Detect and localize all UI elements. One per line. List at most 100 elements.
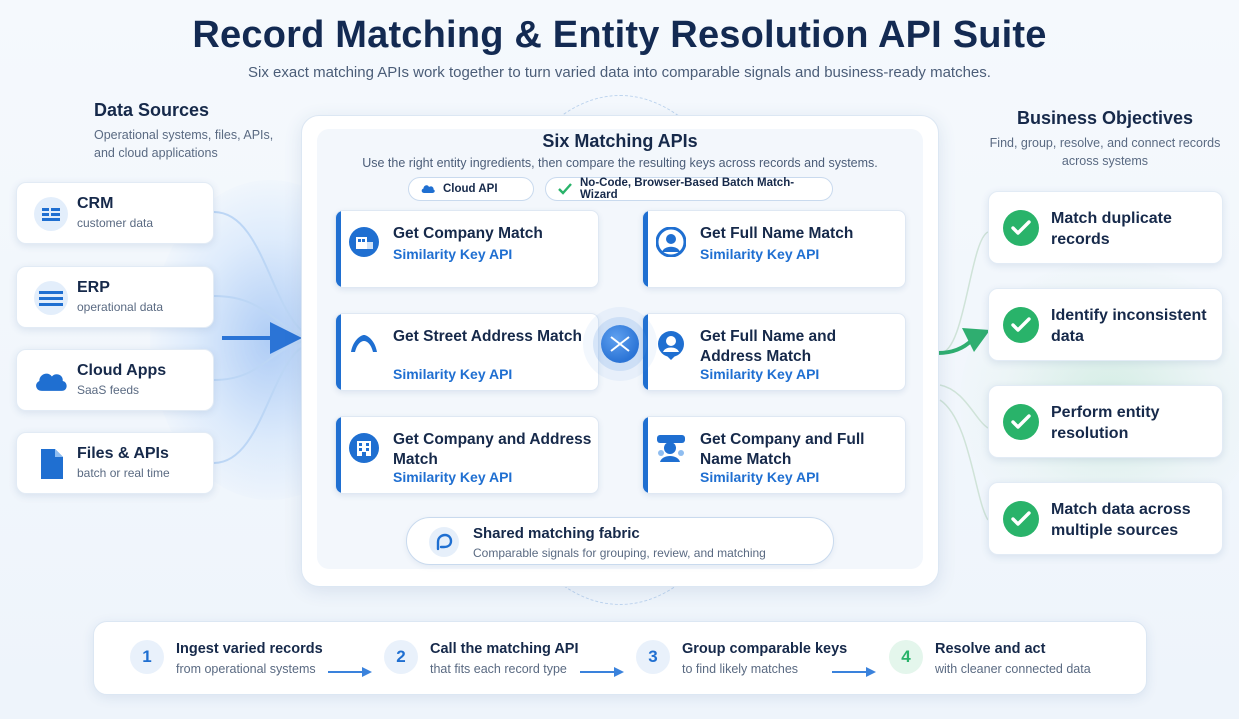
output-flow-line [939,231,989,354]
person-pin-icon [656,330,686,360]
house-icon [349,330,379,360]
step-title: Ingest varied records [176,641,323,657]
step-subtitle: with cleaner connected data [935,662,1091,676]
check-icon [1003,210,1039,246]
card-accent-bar [643,211,648,287]
objective-card-entity-resolution: Perform entity resolution [988,385,1223,458]
source-description: batch or real time [77,466,170,480]
source-card-cloud-apps: Cloud Apps SaaS feeds [16,349,214,411]
objective-card-duplicates: Match duplicate records [988,191,1223,264]
person-company-icon [656,433,686,463]
step-subtitle: from operational systems [176,662,316,676]
process-steps [93,621,1147,695]
step-arrow [832,667,876,677]
card-accent-bar [643,314,648,390]
api-key-label: Similarity Key API [700,246,820,262]
output-flow-line [939,399,989,521]
objective-label: Perform entity resolution [1051,404,1160,442]
source-card-files-apis: Files & APIs batch or real time [16,432,214,494]
api-key-label: Similarity Key API [700,366,820,382]
source-name: ERP [77,279,110,296]
fabric-subtitle: Comparable signals for grouping, review,… [473,546,766,560]
input-arrow-head [270,322,302,354]
api-key-label: Similarity Key API [393,246,513,262]
objective-label: Match duplicate records [1051,210,1172,248]
api-card-full-name-address-match[interactable]: Get Full Name and Address Match Similari… [642,313,906,391]
output-flow-line [939,384,989,429]
step-subtitle: that fits each record type [430,662,567,676]
file-icon [33,446,69,482]
source-flow-line [213,347,302,464]
card-accent-bar [643,417,648,493]
api-name: Get Full Name and Address Match [700,328,837,365]
objectives-heading: Business Objectives [1016,108,1194,128]
output-arrow-head [962,328,990,352]
step-arrows [328,667,876,677]
building-icon [349,227,379,257]
source-description: customer data [77,216,154,230]
api-card-company-full-name-match[interactable]: Get Company and Full Name Match Similari… [642,416,906,494]
api-key-label: Similarity Key API [393,469,513,485]
data-sources-heading: Data Sources [94,100,210,120]
cloud-api-pill: Cloud API [408,177,534,201]
objective-card-multiple-sources: Match data across multiple sources [988,482,1223,555]
api-panel-subtitle: Use the right entity ingredients, then c… [362,156,878,170]
check-icon [1003,404,1039,440]
objectives-description: Find, group, resolve, and connect record… [989,136,1221,168]
card-accent-bar [336,211,341,287]
step-title: Group comparable keys [682,641,848,657]
source-name: Files & APIs [77,445,169,462]
step-subtitle: to find likely matches [682,662,799,676]
list-icon [33,196,69,232]
card-accent-bar [336,314,341,390]
api-key-label: Similarity Key API [700,469,820,485]
check-icon [558,183,572,195]
objective-label: Identify inconsistent data [1051,307,1207,345]
pill-label: Cloud API [443,183,498,195]
step-number: 4 [889,640,923,674]
source-description: operational data [77,300,164,314]
fabric-title: Shared matching fabric [473,525,640,542]
fabric-icon [429,527,459,557]
source-card-erp: ERP operational data [16,266,214,328]
check-icon [1003,307,1039,343]
step-number: 2 [384,640,418,674]
batch-wizard-pill: No-Code, Browser-Based Batch Match-Wizar… [545,177,833,201]
api-key-label: Similarity Key API [393,366,513,382]
matching-hub [601,325,639,363]
api-card-full-name-match[interactable]: Get Full Name Match Similarity Key API [642,210,906,288]
api-card-company-address-match[interactable]: Get Company and Address Match Similarity… [335,416,599,494]
source-name: Cloud Apps [77,362,167,379]
step-arrow [580,667,624,677]
source-flow-line [213,341,302,381]
source-card-crm: CRM customer data [16,182,214,244]
api-name: Get Street Address Match [393,328,582,345]
cloud-icon [421,184,435,194]
cloud-icon [33,363,69,399]
pill-label: No-Code, Browser-Based Batch Match-Wizar… [580,177,795,201]
objective-card-inconsistent: Identify inconsistent data [988,288,1223,361]
output-arrow-shaft [937,338,974,355]
objective-label: Match data across multiple sources [1051,501,1191,539]
data-sources-description: Operational systems, files, APIs, and cl… [94,128,274,160]
api-name: Get Company Match [393,225,543,242]
shared-matching-fabric: Shared matching fabric Comparable signal… [406,517,834,565]
step-title: Resolve and act [935,641,1046,657]
api-name: Get Company and Full Name Match [700,431,865,468]
api-name: Get Company and Address Match [393,431,592,468]
server-icon [33,280,69,316]
api-card-company-match[interactable]: Get Company Match Similarity Key API [335,210,599,288]
source-flow-line [213,295,302,337]
step-number: 1 [130,640,164,674]
source-flow-line [213,211,302,331]
source-name: CRM [77,195,114,212]
step-title: Call the matching API [430,641,579,657]
card-accent-bar [336,417,341,493]
person-icon [656,227,686,257]
api-card-street-address-match[interactable]: Get Street Address Match Similarity Key … [335,313,599,391]
step-number: 3 [636,640,670,674]
step-arrow [328,667,372,677]
check-icon [1003,501,1039,537]
api-panel-title: Six Matching APIs [542,131,698,151]
office-icon [349,433,379,463]
